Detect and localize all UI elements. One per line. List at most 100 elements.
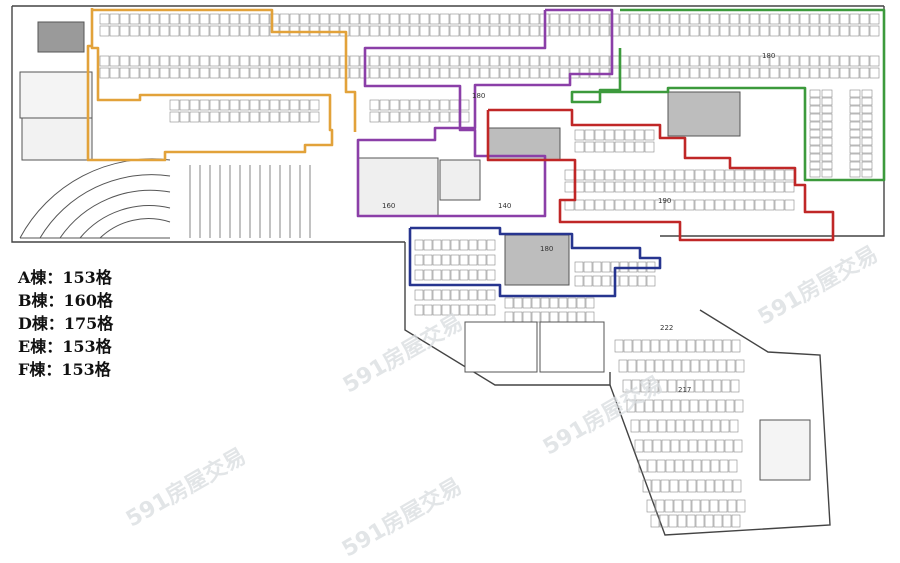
parking-stall: [459, 13, 470, 25]
parking-stall: [567, 311, 577, 323]
parking-stall: [713, 514, 723, 528]
parking-stall: [399, 25, 410, 37]
parking-stall: [639, 25, 650, 37]
parking-stall: [809, 129, 821, 138]
parking-stall: [589, 25, 600, 37]
parking-stall: [676, 379, 686, 393]
parking-stall: [309, 55, 320, 67]
parking-stall: [689, 399, 699, 413]
parking-stall: [279, 13, 290, 25]
service-rooms: [19, 21, 811, 481]
parking-stall: [169, 25, 180, 37]
parking-stall: [712, 379, 722, 393]
parking-stall: [869, 25, 880, 37]
parking-stall: [659, 67, 670, 79]
parking-stall: [599, 13, 610, 25]
parking-stall: [789, 55, 800, 67]
parking-stall: [849, 161, 861, 170]
parking-stall: [109, 67, 120, 79]
parking-stall: [489, 55, 500, 67]
parking-stall: [189, 67, 200, 79]
parking-stall: [139, 67, 150, 79]
parking-stall: [459, 55, 470, 67]
parking-stall: [499, 55, 510, 67]
parking-stall: [522, 297, 532, 309]
parking-stall: [724, 439, 734, 453]
parking-stall: [239, 55, 250, 67]
parking-stall: [821, 105, 833, 114]
parking-stall: [529, 13, 540, 25]
parking-stall: [624, 181, 635, 193]
parking-stall: [419, 111, 430, 123]
parking-stall: [329, 13, 340, 25]
parking-stall: [129, 25, 140, 37]
parking-stall: [698, 399, 708, 413]
parking-stall: [486, 269, 496, 281]
parking-stall: [249, 13, 260, 25]
parking-stall: [861, 129, 873, 138]
parking-stall: [209, 55, 220, 67]
parking-stall: [529, 67, 540, 79]
parking-stall: [697, 439, 707, 453]
parking-stall: [229, 13, 240, 25]
parking-stall: [469, 67, 480, 79]
parking-stall: [699, 13, 710, 25]
parking-stall: [414, 304, 424, 316]
parking-stall: [583, 261, 593, 273]
parking-stall: [399, 55, 410, 67]
parking-stall: [671, 399, 681, 413]
parking-stall: [839, 25, 850, 37]
parking-stall: [649, 67, 660, 79]
parking-stall: [584, 141, 595, 153]
parking-stall: [724, 169, 735, 181]
parking-stall: [432, 254, 442, 266]
parking-stall: [861, 137, 873, 146]
parking-stall: [279, 99, 290, 111]
parking-stall: [789, 25, 800, 37]
parking-stall: [821, 121, 833, 130]
parking-stall: [199, 99, 210, 111]
parking-stall: [719, 459, 729, 473]
parking-stall: [644, 129, 655, 141]
parking-stall: [329, 55, 340, 67]
parking-stall: [259, 13, 270, 25]
parking-stall: [759, 55, 770, 67]
parking-stall: [109, 13, 120, 25]
parking-stall: [809, 89, 821, 98]
parking-stall: [477, 269, 487, 281]
parking-stall: [644, 169, 655, 181]
dimension-labels: 180 180 160 140 190 180 222 217: [382, 52, 775, 394]
parking-stall: [459, 239, 469, 251]
parking-stall: [369, 67, 380, 79]
parking-stall: [450, 289, 460, 301]
parking-stall: [809, 113, 821, 122]
parking-stall: [684, 419, 694, 433]
parking-stall: [670, 439, 680, 453]
parking-stall: [389, 25, 400, 37]
parking-stall: [749, 55, 760, 67]
parking-stall: [809, 137, 821, 146]
parking-stall: [693, 419, 703, 433]
parking-stall: [569, 25, 580, 37]
parking-stall: [489, 25, 500, 37]
parking-stall: [705, 479, 715, 493]
parking-stall: [419, 25, 430, 37]
parking-stall: [529, 25, 540, 37]
parking-stall: [539, 67, 550, 79]
parking-stall: [789, 13, 800, 25]
parking-stall: [429, 67, 440, 79]
parking-stall: [199, 111, 210, 123]
parking-stall: [289, 55, 300, 67]
parking-stall: [646, 499, 656, 513]
dim-label: 217: [678, 386, 691, 394]
parking-stall: [486, 254, 496, 266]
parking-stall: [432, 239, 442, 251]
parking-stall: [369, 99, 380, 111]
parking-stall: [649, 25, 660, 37]
parking-stall: [129, 55, 140, 67]
parking-stall: [714, 181, 725, 193]
parking-stall: [604, 199, 615, 211]
parking-stall: [594, 199, 605, 211]
parking-stall: [579, 25, 590, 37]
parking-stall: [634, 169, 645, 181]
